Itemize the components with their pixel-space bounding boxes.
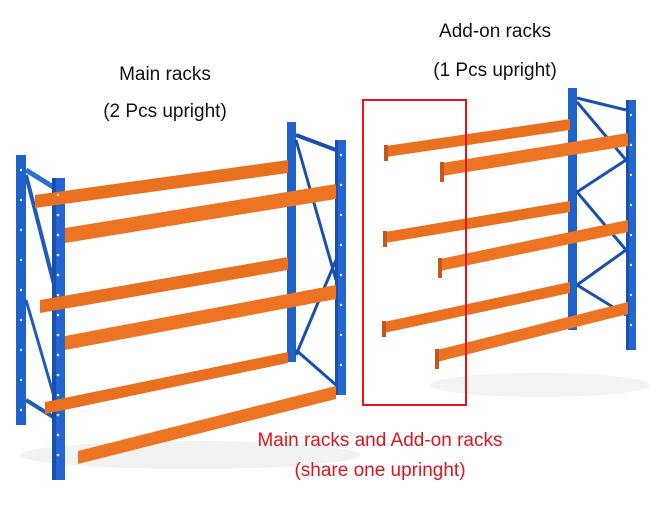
caption-line-1: Main racks and Add-on racks: [257, 430, 503, 451]
beam: [40, 257, 288, 313]
beam: [384, 282, 570, 333]
beam-connector: [384, 145, 388, 161]
beam-connector: [435, 349, 439, 369]
beam: [65, 184, 336, 243]
upright-holes: [19, 153, 343, 457]
main-racks-subtitle: (2 Pcs upright): [103, 101, 227, 122]
addon-bracing: [575, 96, 628, 317]
beam: [78, 386, 336, 464]
beam-connector: [383, 231, 387, 247]
beam: [385, 201, 570, 243]
beam: [386, 119, 570, 157]
floor-shadow: [430, 373, 650, 397]
addon-racks-subtitle: (1 Pcs upright): [433, 60, 557, 81]
beam-connector: [440, 162, 444, 182]
beam-connector: [438, 258, 442, 278]
addon-back-upright: [568, 88, 577, 330]
main-rack: [16, 122, 346, 480]
addon-rack: [382, 88, 636, 369]
upright-holes: [629, 113, 633, 327]
caption-line-2: (share one upringht): [294, 460, 466, 481]
addon-racks-title: Add-on racks: [439, 21, 551, 42]
beam: [65, 285, 336, 350]
beam: [437, 302, 628, 362]
main-back-right-upright: [287, 122, 338, 387]
main-racks-title: Main racks: [119, 64, 211, 85]
beam: [440, 220, 628, 271]
beam: [35, 160, 288, 208]
beam: [442, 133, 628, 176]
beam: [45, 352, 288, 414]
shared-upright: [335, 140, 346, 395]
shared-upright-highlight-box: [362, 99, 467, 406]
beam-connector: [382, 321, 386, 337]
